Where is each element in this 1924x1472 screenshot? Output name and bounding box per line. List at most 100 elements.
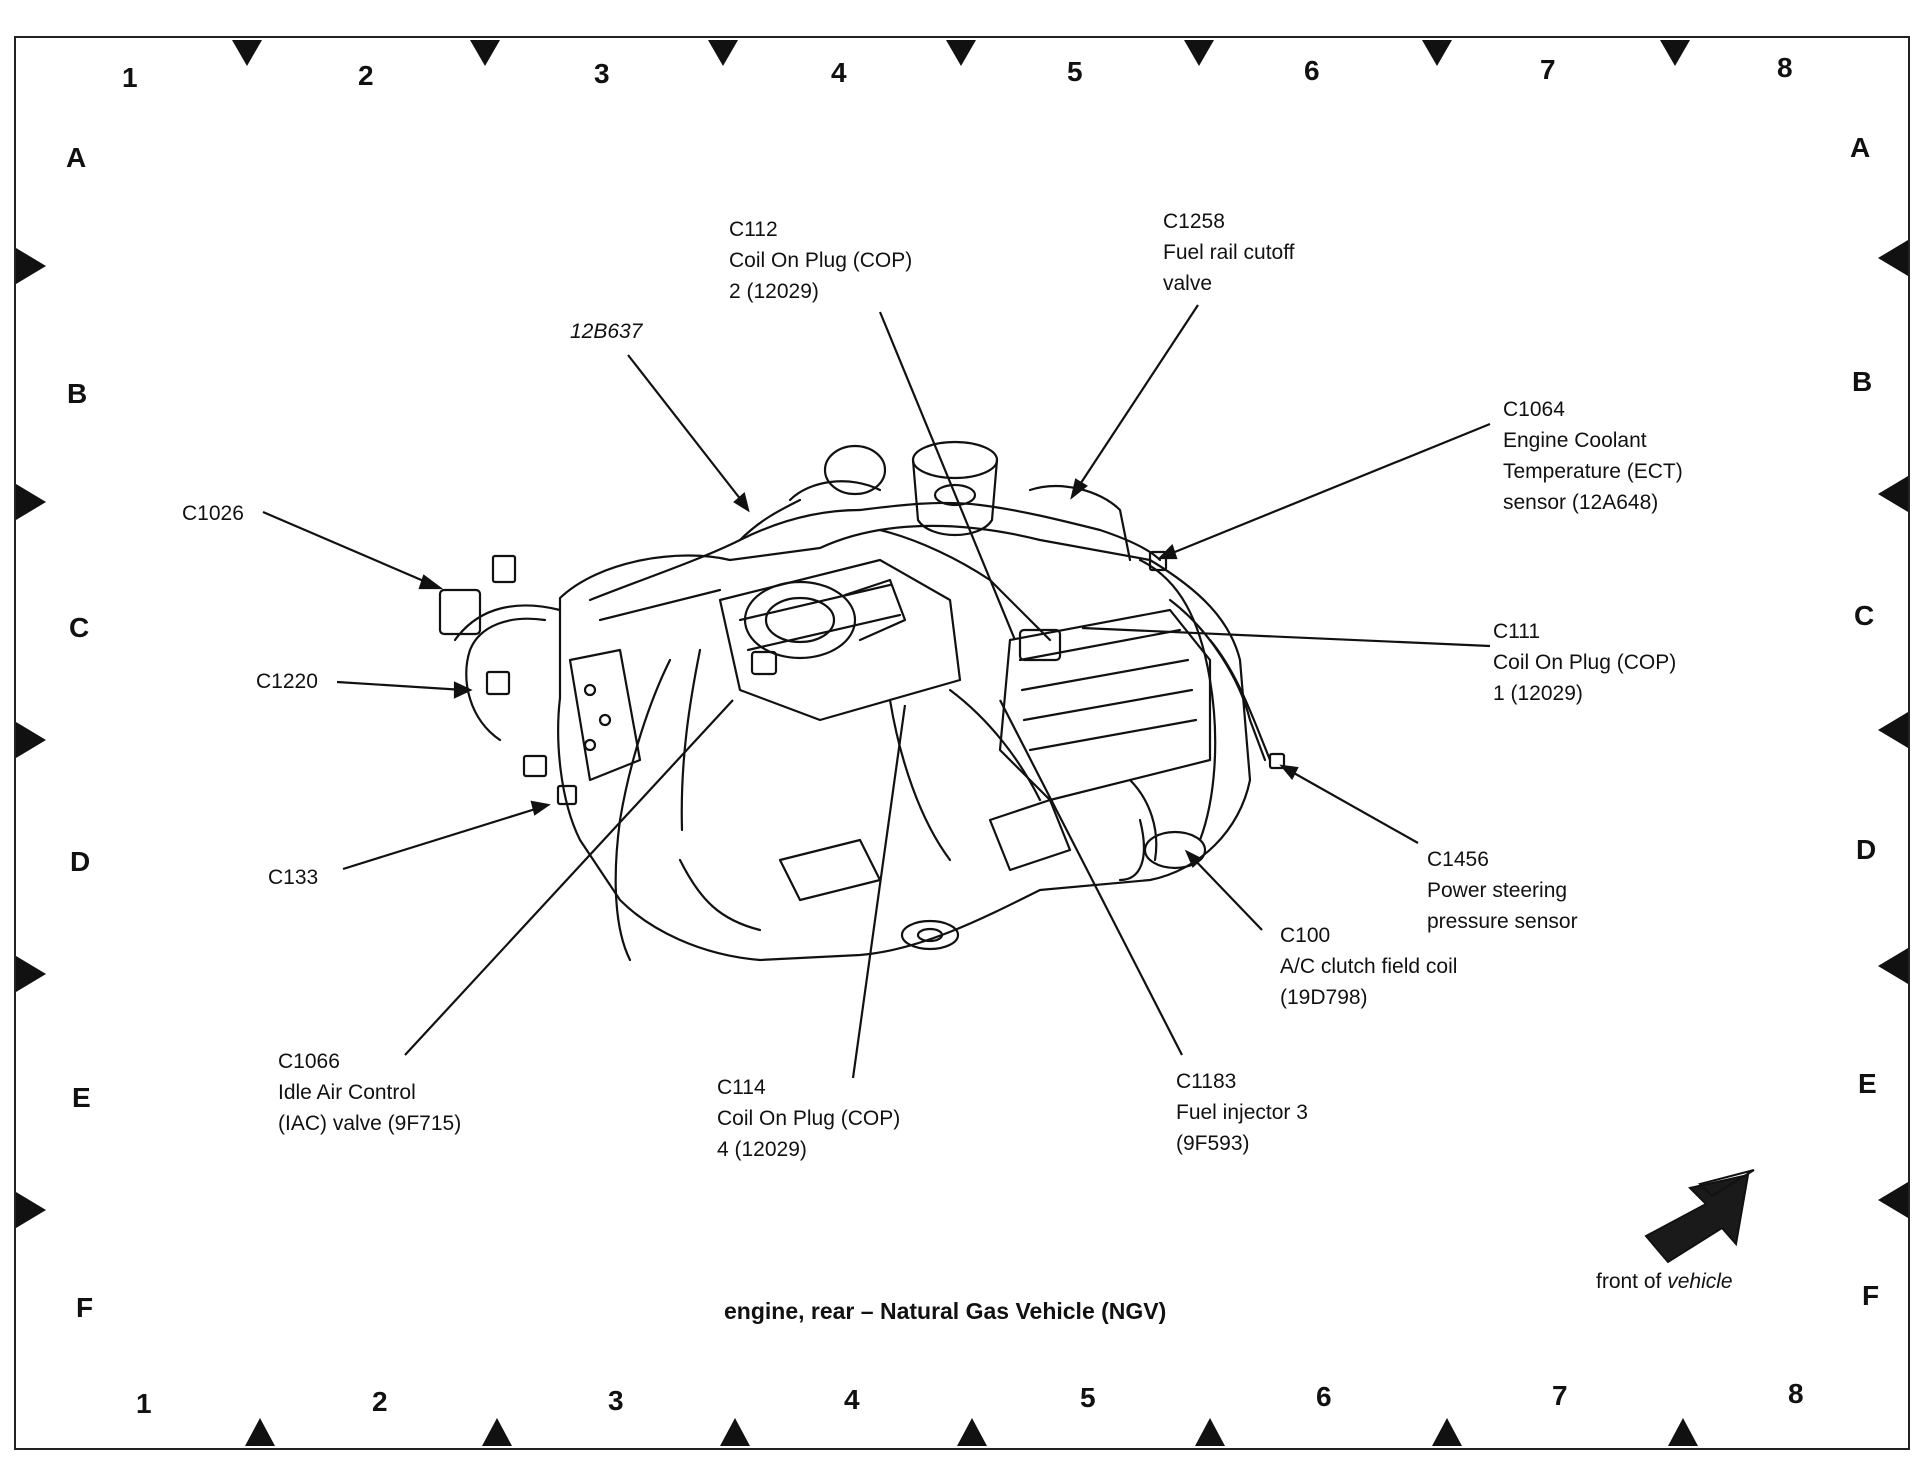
grid-col-top-2: 2 (358, 60, 374, 91)
callout-c1064-line3: Temperature (ECT) (1503, 460, 1683, 483)
callout-c1220: C1220 (256, 666, 318, 697)
front-of-vehicle-arrow-icon (1644, 1169, 1755, 1264)
callout-c1258: C1258 Fuel rail cutoff valve (1163, 206, 1295, 299)
callout-c1183-line2: Fuel injector 3 (1176, 1101, 1308, 1124)
triangle-marker-icon (1878, 1182, 1908, 1218)
callout-c1064-line4: sensor (12A648) (1503, 491, 1659, 514)
triangle-marker-icon (1668, 1418, 1698, 1446)
callout-c100: C100 A/C clutch field coil (19D798) (1280, 920, 1457, 1013)
callout-c111-id: C111 (1493, 620, 1541, 643)
triangle-marker-icon (482, 1418, 512, 1446)
diagram-caption: engine, rear – Natural Gas Vehicle (NGV) (724, 1298, 1167, 1324)
grid-row-left-D: D (70, 846, 91, 877)
grid-col-bottom-6: 6 (1316, 1381, 1332, 1412)
callout-c1456-line2: Power steering (1427, 879, 1568, 902)
grid-col-top-3: 3 (594, 58, 610, 89)
callout-c1026: C1026 (182, 498, 244, 529)
grid-row-left-F: F (76, 1292, 94, 1323)
triangle-marker-icon (1195, 1418, 1225, 1446)
grid-col-top-6: 6 (1304, 55, 1320, 86)
triangle-marker-icon (1878, 948, 1908, 984)
top-grid-markers (232, 40, 1690, 66)
front-of-vehicle-label: front of vehicle (1596, 1270, 1733, 1294)
grid-row-left-B: B (67, 378, 88, 409)
callout-c114-line2: Coil On Plug (COP) (717, 1107, 901, 1130)
grid-col-top-7: 7 (1540, 54, 1556, 85)
callout-c111: C111 Coil On Plug (COP) 1 (12029) (1493, 616, 1676, 709)
callout-c1064: C1064 Engine Coolant Temperature (ECT) s… (1503, 394, 1683, 518)
callout-c114-line3: 4 (12029) (717, 1138, 807, 1161)
grid-row-right-D: D (1856, 834, 1877, 865)
grid-col-top-8: 8 (1777, 52, 1793, 83)
grid-col-bottom-4: 4 (844, 1384, 860, 1415)
callout-c100-id: C100 (1280, 924, 1331, 947)
callout-c1456: C1456 Power steering pressure sensor (1427, 844, 1578, 937)
callout-12b637: 12B637 (570, 316, 642, 347)
triangle-marker-icon (16, 1192, 46, 1228)
bottom-grid-markers (245, 1418, 1698, 1446)
callout-c133-id: C133 (268, 866, 319, 889)
callout-c1066-id: C1066 (278, 1050, 340, 1073)
callout-c1456-line3: pressure sensor (1427, 910, 1578, 933)
leader-lines (262, 304, 1491, 1079)
grid-col-bottom-8: 8 (1788, 1378, 1804, 1409)
triangle-marker-icon (232, 40, 262, 66)
left-grid-markers (16, 248, 46, 1228)
grid-row-right-A: A (1850, 132, 1871, 163)
right-grid-markers (1878, 240, 1908, 1218)
callout-c1456-id: C1456 (1427, 848, 1489, 871)
grid-row-left-C: C (69, 612, 90, 643)
triangle-marker-icon (957, 1418, 987, 1446)
triangle-marker-icon (1878, 712, 1908, 748)
callout-c133: C133 (268, 862, 318, 893)
grid-row-left-A: A (66, 142, 87, 173)
grid-col-bottom-2: 2 (372, 1386, 388, 1417)
callout-c114-id: C114 (717, 1076, 766, 1099)
callout-c1183: C1183 Fuel injector 3 (9F593) (1176, 1066, 1308, 1159)
callout-c1064-id: C1064 (1503, 398, 1565, 421)
callout-c114: C114 Coil On Plug (COP) 4 (12029) (717, 1072, 900, 1165)
callout-c1258-id: C1258 (1163, 210, 1225, 233)
triangle-marker-icon (720, 1418, 750, 1446)
front-label-emphasis: vehicle (1667, 1270, 1733, 1293)
triangle-marker-icon (16, 722, 46, 758)
grid-col-bottom-3: 3 (608, 1385, 624, 1416)
callout-12b637-id: 12B637 (570, 320, 643, 343)
triangle-marker-icon (470, 40, 500, 66)
callout-c112: C112 Coil On Plug (COP) 2 (12029) (729, 214, 912, 307)
triangle-marker-icon (1432, 1418, 1462, 1446)
grid-row-right-F: F (1862, 1280, 1880, 1311)
callout-c100-line3: (19D798) (1280, 986, 1368, 1009)
engine-drawing (438, 440, 1286, 962)
triangle-marker-icon (16, 248, 46, 284)
triangle-marker-icon (16, 956, 46, 992)
grid-row-right-E: E (1858, 1068, 1877, 1099)
diagram-frame (14, 36, 1910, 1450)
grid-col-top-5: 5 (1067, 56, 1083, 87)
callout-c1066: C1066 Idle Air Control (IAC) valve (9F71… (278, 1046, 461, 1139)
grid-col-top-1: 1 (122, 62, 138, 93)
callout-c1258-line2: Fuel rail cutoff (1163, 241, 1295, 264)
callout-c112-id: C112 (729, 218, 778, 241)
triangle-marker-icon (1184, 40, 1214, 66)
triangle-marker-icon (1878, 240, 1908, 276)
callout-c1064-line2: Engine Coolant (1503, 429, 1647, 452)
triangle-marker-icon (1660, 40, 1690, 66)
triangle-marker-icon (245, 1418, 275, 1446)
callout-c112-line3: 2 (12029) (729, 280, 819, 303)
callout-c100-line2: A/C clutch field coil (1280, 955, 1458, 978)
triangle-marker-icon (946, 40, 976, 66)
callout-c1066-line3: (IAC) valve (9F715) (278, 1112, 462, 1135)
callout-c1066-line2: Idle Air Control (278, 1081, 416, 1104)
grid-row-right-B: B (1852, 366, 1873, 397)
front-label-prefix: front of (1596, 1270, 1662, 1293)
callout-c111-line2: Coil On Plug (COP) (1493, 651, 1677, 674)
callout-c1183-id: C1183 (1176, 1070, 1237, 1093)
grid-col-bottom-1: 1 (136, 1388, 152, 1419)
grid-col-bottom-5: 5 (1080, 1382, 1096, 1413)
callout-c111-line3: 1 (12029) (1493, 682, 1583, 705)
grid-row-left-E: E (72, 1082, 91, 1113)
triangle-marker-icon (1422, 40, 1452, 66)
callout-c1183-line3: (9F593) (1176, 1132, 1250, 1155)
